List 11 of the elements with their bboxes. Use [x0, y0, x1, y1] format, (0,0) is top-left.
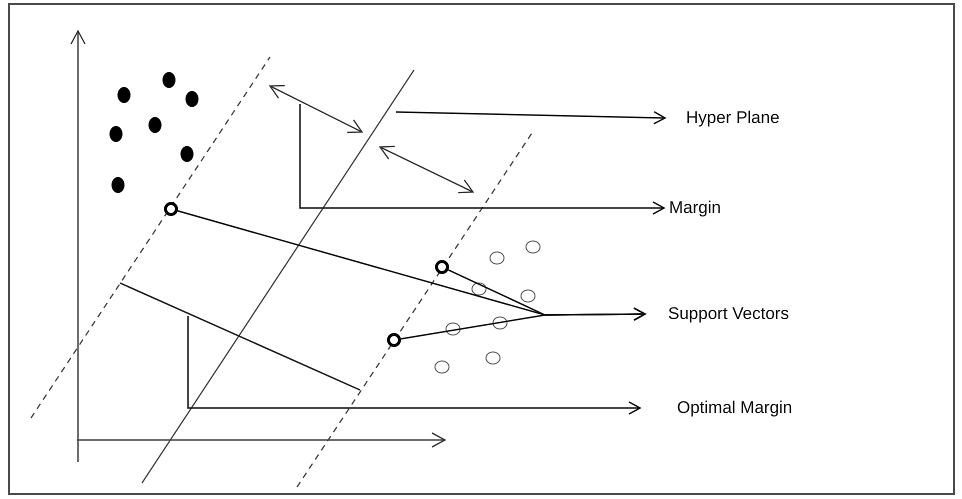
- leader-arrow: [299, 104, 665, 215]
- support-vector-point: [164, 202, 178, 216]
- callout-label: Optimal Margin: [640, 396, 792, 420]
- leader-arrow: [187, 316, 641, 415]
- support-vector-point: [435, 260, 449, 274]
- leader-arrow: [396, 111, 666, 124]
- leader-arrow: [400, 307, 646, 340]
- callout-label: Support Vectors: [645, 302, 789, 326]
- callout-label: Margin: [664, 196, 721, 220]
- support-vector-point: [387, 333, 401, 347]
- callout-label: Hyper Plane: [665, 106, 780, 130]
